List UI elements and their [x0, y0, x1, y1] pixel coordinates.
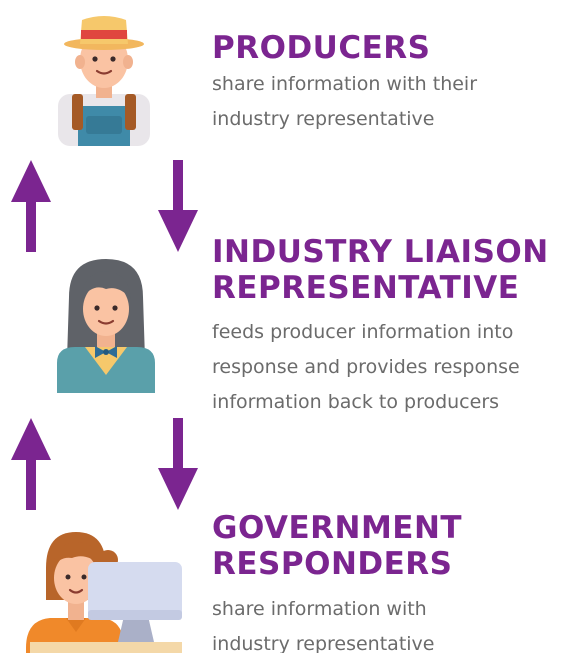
step-title: INDUSTRY LIAISON REPRESENTATIVE [212, 234, 549, 306]
step-description: share information with their industry re… [212, 73, 478, 130]
arrow-up-icon [11, 418, 51, 510]
arrow-down-icon [158, 160, 198, 252]
step-title: GOVERNMENT RESPONDERS [212, 510, 463, 582]
step-description: feeds producer information into response… [212, 321, 520, 413]
step-description: share information with industry represen… [212, 598, 435, 653]
government-responder-icon [26, 532, 182, 653]
arrow-down-icon [158, 418, 198, 510]
step-title: PRODUCERS [212, 30, 431, 66]
arrow-up-icon [11, 160, 51, 252]
farmer-icon [58, 16, 150, 146]
liaison-representative-icon [57, 259, 155, 393]
